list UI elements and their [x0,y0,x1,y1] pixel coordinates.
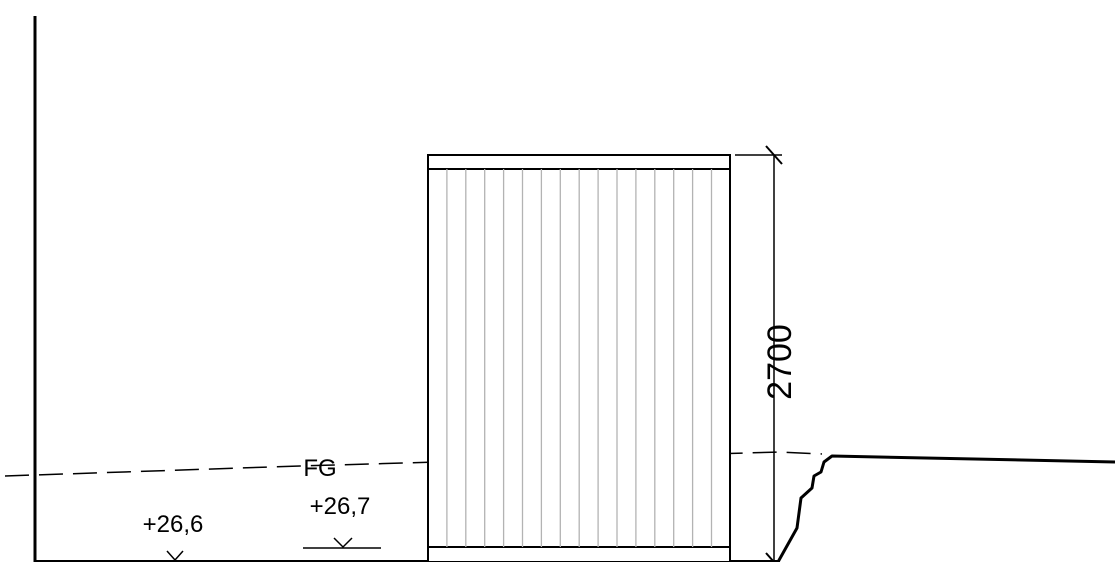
level-marker-left: +26,6 [143,511,204,562]
panel-slats [446,169,713,547]
dimension-label: 2700 [761,324,799,400]
level-marker-right: FG +26,7 [303,455,381,549]
panel-element [427,154,731,562]
level-triangle-right [333,537,353,549]
finished-ground-dashed-line [4,451,823,477]
terrain-slope-line [776,454,1115,562]
level-label-left: +26,6 [143,511,204,538]
panel-top-rail [427,154,731,170]
dimension-tick-top [765,145,783,165]
level-triangle-left [166,550,184,562]
finished-ground-label: FG [303,455,336,482]
dimension-2700: 2700 [735,145,799,562]
panel-bottom-rail [427,546,731,562]
level-label-right: +26,7 [310,493,371,520]
dimension-tick-bottom [765,552,776,562]
